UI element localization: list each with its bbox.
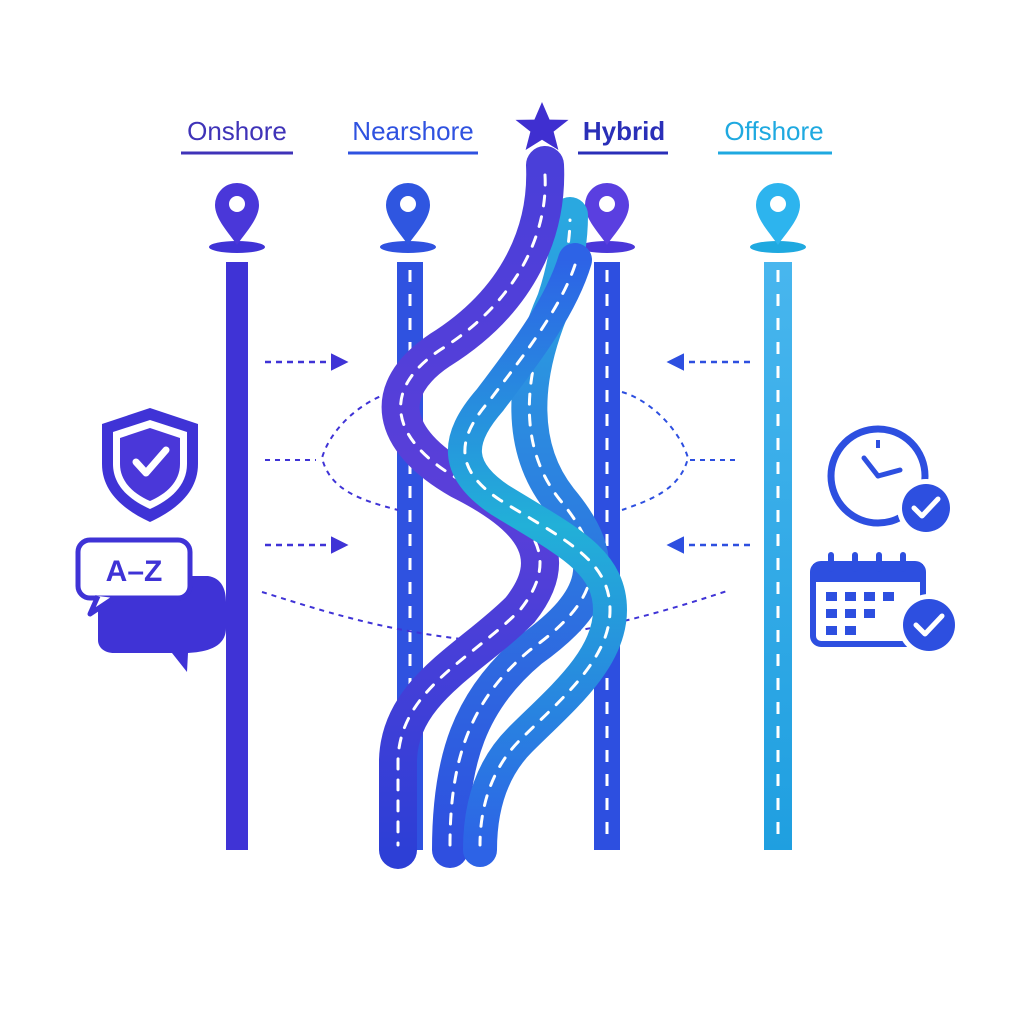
map-pin-icon [750,183,806,253]
lane-label-onshore-text: Onshore [187,116,287,146]
hybrid-twist-roads [378,146,628,869]
lane-road-offshore [764,262,792,850]
calendar-check-icon [810,552,960,656]
lane-label-nearshore: Nearshore [348,116,478,155]
lane-label-offshore-text: Offshore [724,116,823,146]
lane-label-hybrid-text: Hybrid [583,116,665,146]
lane-label-hybrid: Hybrid [578,116,668,155]
speech-bubble-icon: A–Z [75,537,226,672]
lane-label-offshore: Offshore [718,116,832,155]
lane-label-nearshore-text: Nearshore [352,116,473,146]
shield-check-icon [102,408,198,522]
lane-road-onshore [226,262,248,850]
arrow-icon [265,353,750,554]
map-pin-icon [380,183,436,253]
speech-bubble-text: A–Z [106,555,163,588]
lane-label-onshore: Onshore [181,116,293,155]
map-pin-icon [209,183,265,253]
map-pin-icon [579,183,635,253]
clock-check-icon [827,425,955,537]
star-icon [515,102,569,150]
